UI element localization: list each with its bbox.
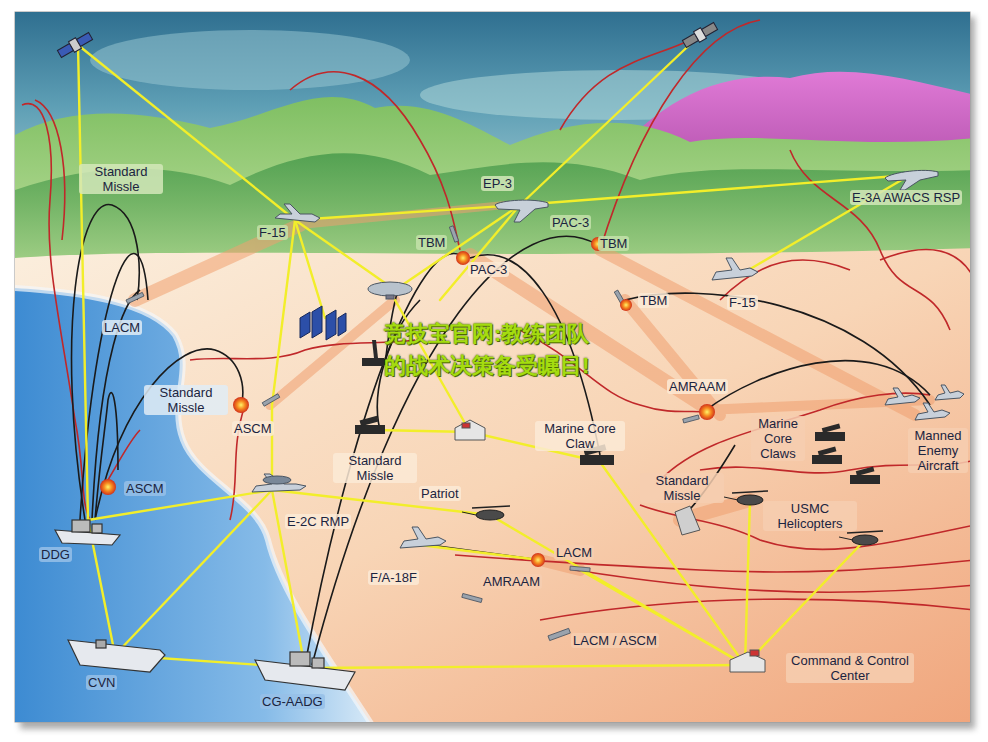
watermark: 竞技宝官网:教练团队的战术决策备受瞩目! bbox=[384, 318, 606, 382]
callout-label: Standard Missle bbox=[640, 473, 724, 503]
callout-label: LACM bbox=[554, 545, 594, 560]
callout-label: Manned Enemy Aircraft bbox=[908, 428, 968, 473]
callout-label: Standard Missle bbox=[333, 453, 417, 483]
callout-label: TBM bbox=[416, 235, 447, 250]
callout-label: F-15 bbox=[727, 295, 758, 310]
callout-label: CVN bbox=[86, 675, 117, 690]
callout-label: E-3A AWACS RSP bbox=[850, 190, 962, 205]
callout-label: LACM / ASCM bbox=[571, 633, 659, 648]
callout-label: Marine Core Claw bbox=[535, 421, 625, 451]
callout-label: F/A-18F bbox=[368, 570, 419, 585]
callout-label: PAC-3 bbox=[550, 215, 591, 230]
callout-label: TBM bbox=[598, 236, 629, 251]
callout-label: EP-3 bbox=[481, 176, 514, 191]
callout-label: AMRAAM bbox=[667, 379, 728, 394]
callout-label: PAC-3 bbox=[468, 262, 509, 277]
callout-label: Standard Missle bbox=[144, 385, 228, 415]
callout-label: Marine Core Claws bbox=[751, 416, 805, 461]
callout-label: AMRAAM bbox=[481, 574, 542, 589]
callout-label: F-15 bbox=[257, 225, 288, 240]
callout-label: ASCM bbox=[124, 481, 166, 496]
callout-label: DDG bbox=[39, 547, 72, 562]
callout-label: Command & Control Center bbox=[786, 653, 914, 683]
callout-label: TBM bbox=[638, 293, 669, 308]
callout-label: CG-AADG bbox=[260, 694, 325, 709]
callout-label: Patriot bbox=[419, 486, 461, 501]
callout-label: USMC Helicopters bbox=[763, 501, 857, 531]
callout-label: E-2C RMP bbox=[285, 514, 351, 529]
callout-label: LACM bbox=[102, 320, 142, 335]
callout-label: ASCM bbox=[232, 421, 274, 436]
callout-label: Standard Missle bbox=[79, 164, 163, 194]
